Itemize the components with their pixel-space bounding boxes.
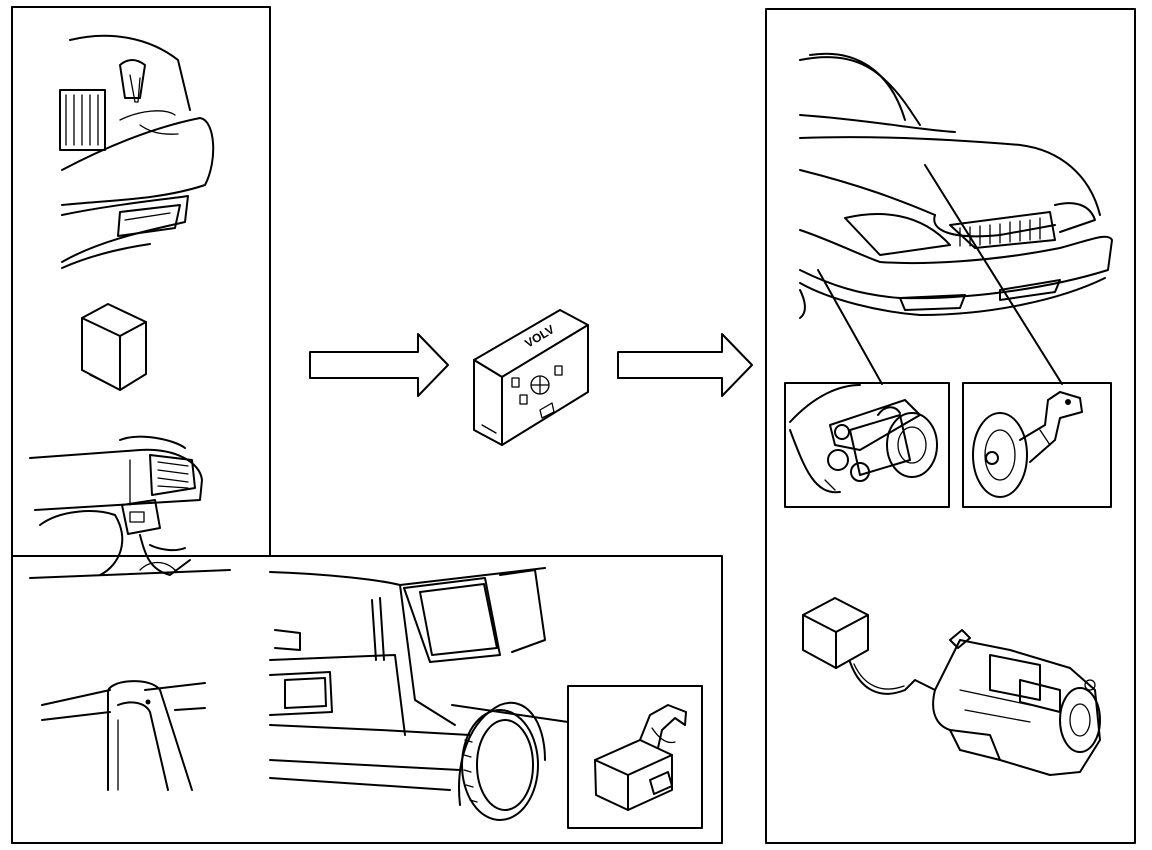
left-components-panel (11, 6, 271, 844)
front-bumper-hood-latch-illustration (59, 34, 215, 269)
sedan-front-illustration (799, 52, 1113, 385)
engine-bay-sensor-illustration (29, 435, 231, 579)
starter-motor-illustration (802, 597, 1101, 776)
door-pillar-illustration (41, 680, 206, 791)
input-arrow (309, 333, 449, 397)
output-arrow (617, 333, 753, 397)
relay-module-illustration (81, 303, 147, 391)
right-output-panel (765, 8, 1136, 844)
rear-wagon-panel (267, 555, 723, 844)
alarm-control-unit: VOLV (473, 309, 589, 446)
horn-inset (962, 382, 1112, 508)
wagon-rear-quarter-illustration (269, 567, 569, 821)
rear-relay-inset (567, 685, 703, 829)
siren-inset (784, 382, 950, 508)
